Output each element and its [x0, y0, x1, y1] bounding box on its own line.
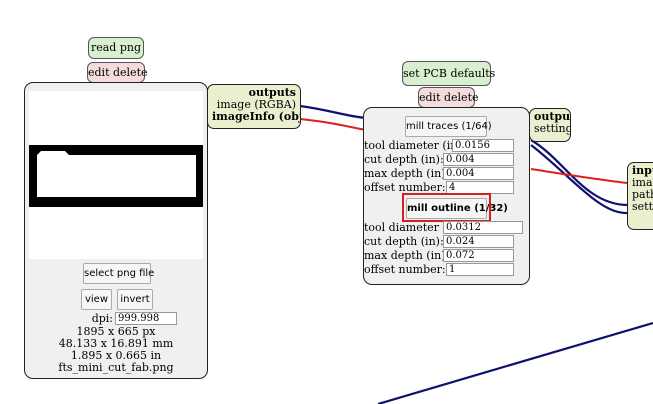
traces-cut-depth-input[interactable] [443, 153, 514, 166]
wire-imageinfo-red [299, 118, 367, 131]
output-imageinfo[interactable]: imageInfo (object) [212, 110, 301, 123]
input-settings[interactable]: settin [632, 200, 653, 213]
read-png-title[interactable]: read png [88, 37, 144, 59]
traces-tool-diameter-row: tool diameter (in): [364, 139, 531, 153]
next-module-inputs: input image path c settin [627, 162, 653, 230]
dpi-input[interactable] [115, 312, 177, 325]
image-preview [29, 91, 203, 259]
wire-settings-red [530, 168, 629, 184]
field-label: tool diameter (in): [364, 139, 466, 152]
outline-tool-diameter-input[interactable] [443, 221, 523, 234]
size-mm: 48.133 x 16.891 mm [58, 337, 174, 350]
traces-max-depth-row: max depth (in): [364, 167, 531, 181]
wire-settings-blue-2 [530, 144, 629, 215]
read-png-edit-delete[interactable]: edit delete [87, 62, 148, 83]
outline-max-depth-row: max depth (in): [364, 249, 531, 263]
field-label: max depth (in): [364, 249, 450, 262]
outline-offset-number-input[interactable] [446, 263, 514, 276]
pcb-defaults-title[interactable]: set PCB defaults [402, 61, 495, 86]
traces-cut-depth-row: cut depth (in): [364, 153, 531, 167]
mill-outline-highlight [402, 193, 491, 222]
mill-outline-button[interactable]: mill outline (1/32) [406, 198, 508, 219]
read-png-outputs: outputs image (RGBA) imageInfo (object) [207, 84, 301, 129]
outline-cut-depth-row: cut depth (in): [364, 235, 531, 249]
wire-diagonal [377, 321, 653, 404]
input-image[interactable]: image [632, 176, 653, 189]
outline-offset-number-row: offset number: [364, 263, 531, 277]
traces-tool-diameter-input[interactable] [452, 139, 514, 152]
field-label: tool diameter (in): [364, 221, 466, 234]
pcb-outline-image [29, 145, 203, 207]
field-label: cut depth (in): [364, 153, 444, 166]
field-label: max depth (in): [364, 167, 450, 180]
view-button[interactable]: view [81, 289, 112, 310]
outline-max-depth-input[interactable] [443, 249, 514, 262]
size-px: 1895 x 665 px [76, 325, 156, 338]
pcb-defaults-edit-delete[interactable]: edit delete [418, 87, 479, 108]
wire-settings-blue-1 [530, 139, 629, 207]
output-image[interactable]: image (RGBA) [216, 98, 296, 111]
outline-tool-diameter-row: tool diameter (in): [364, 221, 531, 235]
input-path[interactable]: path c [632, 188, 653, 201]
outputs-label: outputs [248, 86, 296, 99]
outputs-label: outputs [534, 110, 571, 123]
dpi-label: dpi: [91, 312, 113, 325]
traces-max-depth-input[interactable] [443, 167, 514, 180]
select-png-file-button[interactable]: select png file [83, 263, 154, 284]
wire-image-blue [299, 104, 367, 120]
file-name: fts_mini_cut_fab.png [58, 361, 174, 374]
size-in: 1.895 x 0.665 in [70, 349, 162, 362]
inputs-label: input [632, 164, 653, 177]
field-label: offset number: [364, 263, 446, 276]
read-png-panel: select png file view invert dpi: 1895 x … [24, 82, 208, 379]
outline-cut-depth-input[interactable] [443, 235, 514, 248]
pcb-defaults-outputs: outputs settings [529, 108, 571, 142]
pcb-defaults-panel: mill traces (1/64) tool diameter (in): c… [363, 107, 530, 285]
output-settings[interactable]: settings [534, 122, 570, 135]
invert-button[interactable]: invert [117, 289, 153, 310]
field-label: cut depth (in): [364, 235, 444, 248]
dpi-row: dpi: [79, 312, 199, 326]
field-label: offset number: [364, 181, 446, 194]
mill-traces-button[interactable]: mill traces (1/64) [405, 116, 492, 137]
